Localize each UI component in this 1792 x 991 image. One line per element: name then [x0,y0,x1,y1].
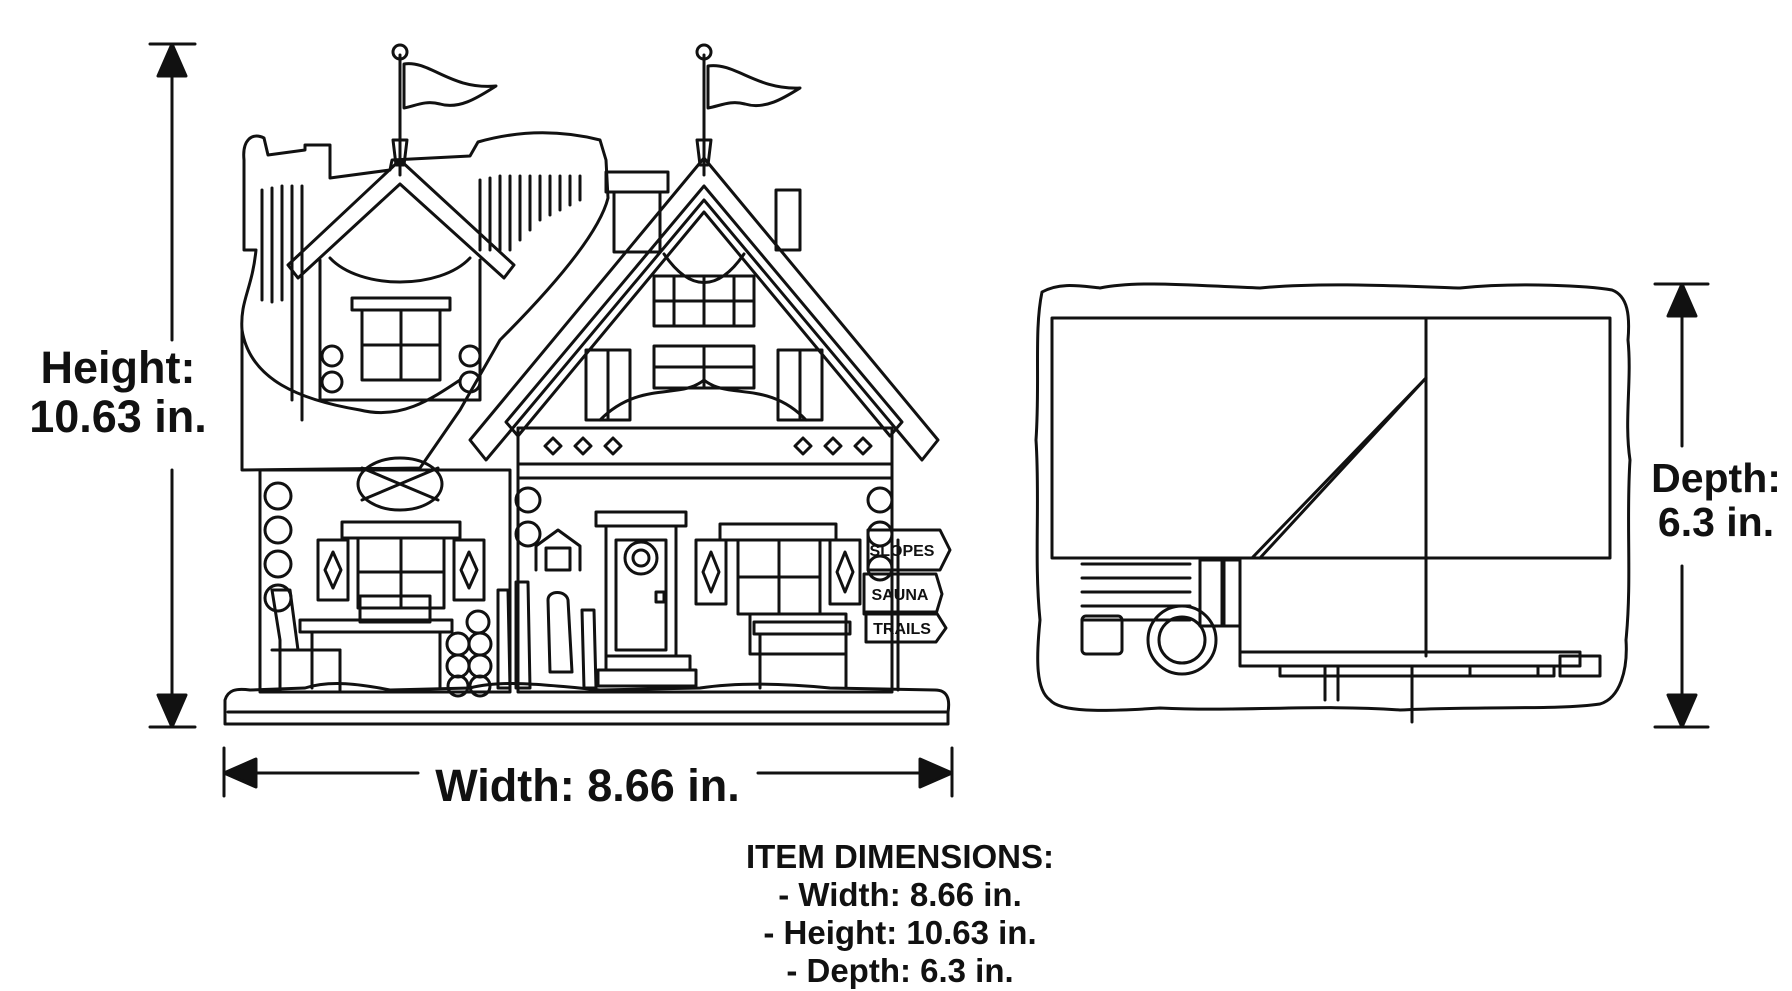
roof-ribs [260,174,582,422]
leaning-skis [496,580,598,690]
side-outline [1034,282,1632,712]
item-dimension-height: - Height: 10.63 in. [763,914,1037,951]
height-dimension-line [148,42,197,729]
sign-texts: SLOPES SAUNA TRAILS [870,543,935,638]
chimney-right [774,188,802,252]
width-label: Width: 8.66 in. [435,760,740,811]
arched-window [534,528,582,572]
front-door [594,510,698,688]
left-dormer [286,118,516,402]
width-dimension-line [222,746,954,798]
diamond-band [516,426,894,480]
snow-base [223,682,951,726]
sign-sauna: SAUNA [872,587,929,604]
left-wing-roof [240,131,610,472]
sign-slopes: SLOPES [870,543,935,560]
gable-windows [584,274,824,422]
item-dimension-width: - Width: 8.66 in. [778,876,1022,913]
left-flag [391,43,498,167]
log-pile [445,609,493,698]
depth-value: 6.3 in. [1657,499,1775,546]
right-lower-window [694,522,862,656]
side-round-detail [1146,604,1218,676]
item-dimensions-block: ITEM DIMENSIONS: - Width: 8.66 in. - Hei… [690,838,1110,990]
patio-table-and-chair [270,588,454,692]
chimney-center [604,170,670,194]
height-label: Height: 10.63 in. [18,342,218,442]
depth-dimension-line [1653,282,1710,729]
house-side-view [1034,282,1632,724]
item-dimension-depth: - Depth: 6.3 in. [786,952,1014,989]
right-flag [695,43,802,167]
house-front-view [223,43,952,726]
depth-label: Depth: 6.3 in. [1640,456,1792,545]
sign-trails: TRAILS [873,621,931,638]
height-title: Height: [40,342,196,393]
signpost [862,528,952,692]
height-value: 10.63 in. [29,390,207,442]
item-dimensions-heading: ITEM DIMENSIONS: [745,838,1054,875]
crossed-skis-emblem [356,456,444,512]
porch-bench [752,620,852,690]
depth-title: Depth: [1651,455,1781,501]
side-square-detail [1080,614,1124,656]
log-walls [258,468,894,694]
